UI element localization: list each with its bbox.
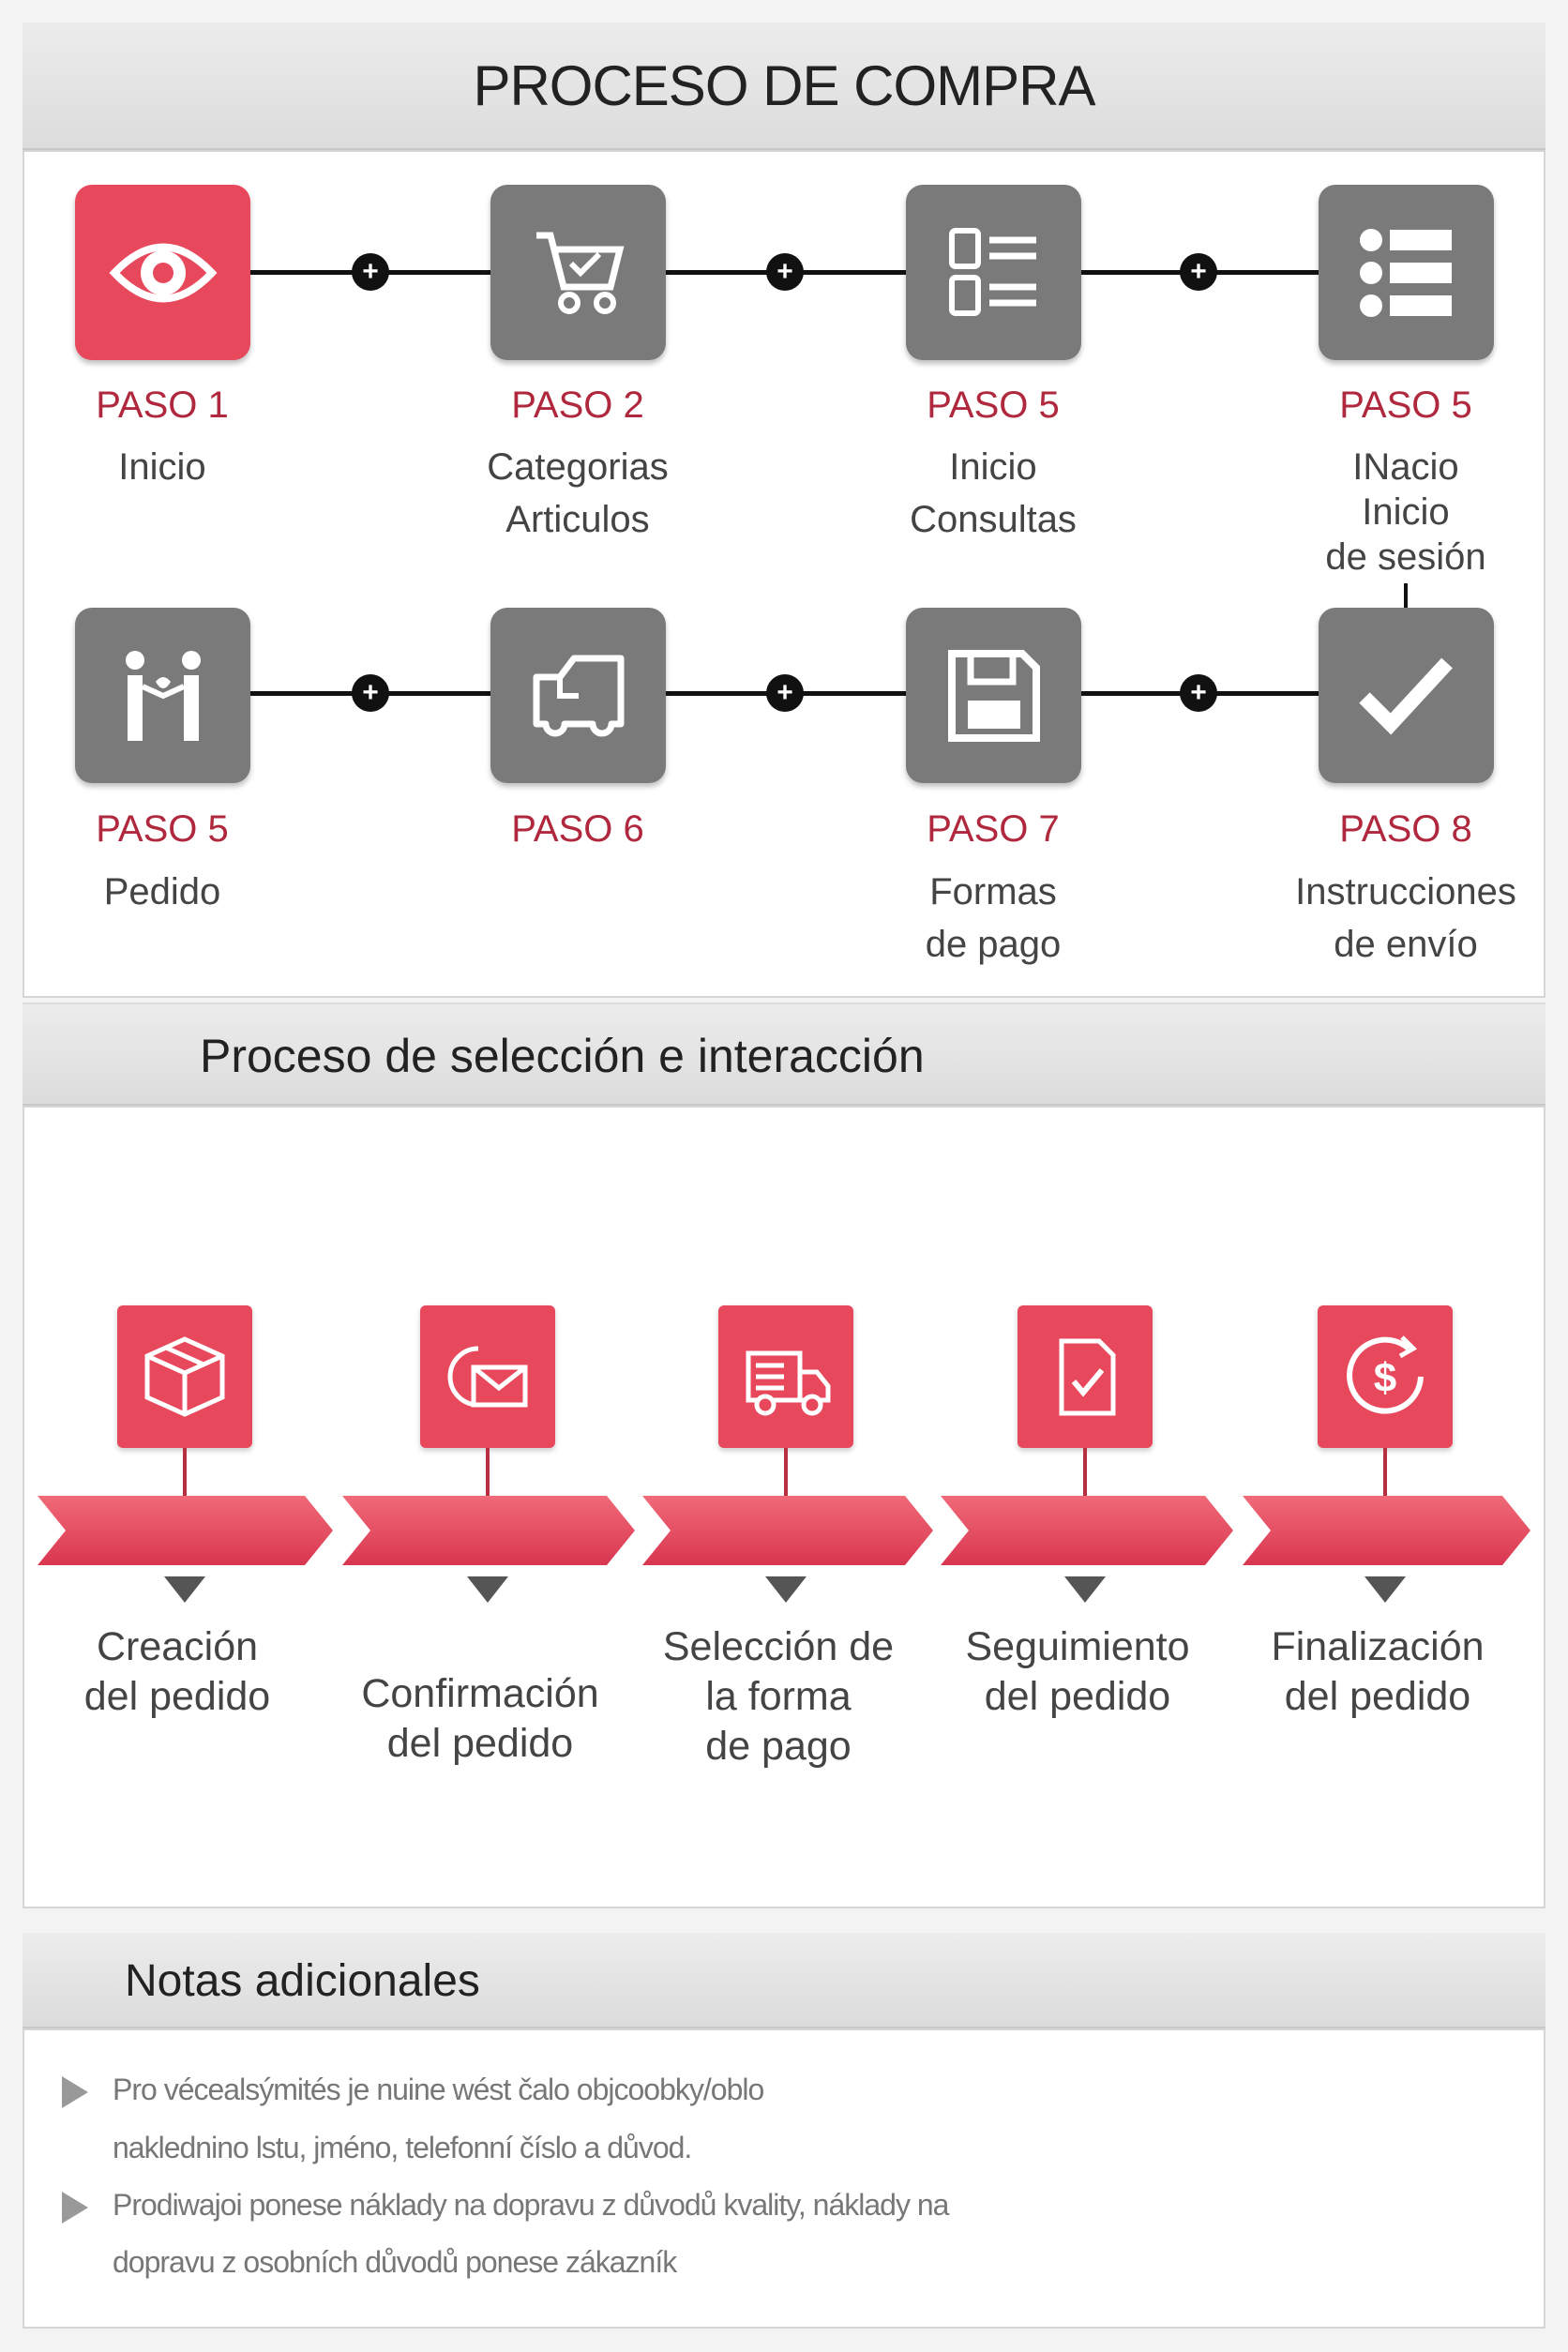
step-description: Formas bbox=[929, 871, 1057, 912]
document-check-icon bbox=[1059, 1338, 1116, 1416]
floppy-icon bbox=[947, 649, 1040, 742]
stage-label: de pago bbox=[705, 1724, 852, 1769]
delivery-truck-icon bbox=[746, 1350, 831, 1416]
stage-stem bbox=[183, 1448, 187, 1497]
section2-header: Proceso de selección e interacción bbox=[23, 1003, 1545, 1106]
step-label: PASO 5 bbox=[927, 384, 1060, 426]
cart-icon bbox=[535, 232, 624, 314]
step-description: Categorias bbox=[487, 446, 669, 488]
plus-connector-icon: + bbox=[1180, 253, 1217, 291]
svg-text:$: $ bbox=[1374, 1355, 1396, 1401]
step-8-icon-box[interactable] bbox=[1319, 608, 1494, 783]
handover-icon bbox=[125, 650, 201, 741]
stage-chevron bbox=[1243, 1496, 1530, 1565]
stage-label: Finalización bbox=[1271, 1624, 1485, 1669]
step-description: de envío bbox=[1334, 924, 1478, 965]
down-arrow-icon bbox=[467, 1576, 508, 1603]
step-description: Articulos bbox=[505, 499, 650, 540]
step-description: de pago bbox=[925, 924, 1062, 965]
down-arrow-icon bbox=[164, 1576, 205, 1603]
section3-title: Notas adicionales bbox=[125, 1956, 480, 2006]
step-description: Instrucciones bbox=[1295, 871, 1516, 912]
stage-stem bbox=[784, 1448, 788, 1497]
step-description: Pedido bbox=[103, 871, 221, 912]
stage-stem bbox=[1083, 1448, 1087, 1497]
stage-label: del pedido bbox=[984, 1674, 1171, 1719]
stage-label: Seguimiento bbox=[965, 1624, 1190, 1669]
dollar-refresh-icon: $ bbox=[1347, 1335, 1424, 1414]
down-arrow-icon bbox=[765, 1576, 807, 1603]
stage-3-icon-box[interactable] bbox=[718, 1305, 853, 1448]
step-label: PASO 2 bbox=[511, 384, 644, 426]
plus-connector-icon: + bbox=[352, 674, 389, 712]
stage-stem bbox=[486, 1448, 490, 1497]
plus-connector-icon: + bbox=[766, 674, 804, 712]
step-1-icon-box[interactable] bbox=[75, 185, 250, 360]
eye-icon bbox=[108, 243, 218, 302]
note-text: Prodiwajoi ponese náklady na dopravu z d… bbox=[113, 2188, 949, 2222]
section3-header: Notas adicionales bbox=[23, 1933, 1545, 2028]
step-label: PASO 6 bbox=[511, 808, 644, 850]
step-description: Inicio bbox=[1362, 491, 1450, 533]
plus-connector-icon: + bbox=[1180, 674, 1217, 712]
page-title: PROCESO DE COMPRA bbox=[473, 53, 1095, 117]
step-6-icon-box[interactable] bbox=[490, 608, 666, 783]
step-description: INacio bbox=[1352, 446, 1459, 488]
step-description: Inicio bbox=[949, 446, 1037, 488]
stage-label: la forma bbox=[705, 1674, 852, 1719]
title-bar: PROCESO DE COMPRA bbox=[23, 23, 1545, 150]
step-label: PASO 5 bbox=[96, 808, 229, 850]
bullet-arrow-icon bbox=[62, 2192, 88, 2224]
notes-panel bbox=[23, 2028, 1545, 2329]
note-text: naklednino lstu, jméno, telefonní číslo … bbox=[113, 2131, 692, 2164]
checklist-icon bbox=[948, 227, 1036, 316]
bullet-arrow-icon bbox=[62, 2076, 88, 2108]
stage-chevron bbox=[38, 1496, 333, 1565]
mail-icon bbox=[447, 1346, 528, 1408]
checkmark-icon bbox=[1358, 657, 1453, 735]
stage-1-icon-box[interactable] bbox=[117, 1305, 252, 1448]
stage-stem bbox=[1383, 1448, 1387, 1497]
stage-label: Confirmación bbox=[361, 1671, 599, 1716]
step-3-icon-box[interactable] bbox=[906, 185, 1081, 360]
step-7-icon-box[interactable] bbox=[906, 608, 1081, 783]
step-label: PASO 1 bbox=[96, 384, 229, 426]
note-text: Pro vécealsýmités je nuine wést čalo obj… bbox=[113, 2073, 764, 2106]
step-5-icon-box[interactable] bbox=[75, 608, 250, 783]
plus-connector-icon: + bbox=[766, 253, 804, 291]
step-2-icon-box[interactable] bbox=[490, 185, 666, 360]
plus-connector-icon: + bbox=[352, 253, 389, 291]
stage-label: del pedido bbox=[386, 1721, 574, 1766]
section2-title: Proceso de selección e interacción bbox=[200, 1030, 925, 1082]
down-arrow-icon bbox=[1364, 1576, 1406, 1603]
step-description: Consultas bbox=[910, 499, 1077, 540]
step-4-icon-box[interactable] bbox=[1319, 185, 1494, 360]
stage-2-icon-box[interactable] bbox=[420, 1305, 555, 1448]
stage-chevron bbox=[941, 1496, 1233, 1565]
down-arrow-icon bbox=[1064, 1576, 1106, 1603]
stage-chevron bbox=[642, 1496, 933, 1565]
stage-5-icon-box[interactable]: $ bbox=[1318, 1305, 1453, 1448]
connector-line bbox=[1404, 583, 1408, 608]
stage-chevron bbox=[342, 1496, 635, 1565]
stage-label: Selección de bbox=[662, 1624, 895, 1669]
step-description: de sesión bbox=[1325, 536, 1486, 578]
step-label: PASO 5 bbox=[1339, 384, 1472, 426]
list-icon bbox=[1359, 228, 1452, 317]
step-label: PASO 7 bbox=[927, 808, 1060, 850]
step-label: PASO 8 bbox=[1339, 808, 1472, 850]
box-icon bbox=[144, 1336, 225, 1417]
stage-label: Creación bbox=[96, 1624, 259, 1669]
stage-4-icon-box[interactable] bbox=[1018, 1305, 1153, 1448]
step-description: Inicio bbox=[118, 446, 206, 488]
truck-icon bbox=[533, 655, 624, 736]
stage-label: del pedido bbox=[83, 1674, 271, 1719]
note-text: dopravu z osobních důvodů ponese zákazní… bbox=[113, 2245, 677, 2279]
steps-panel bbox=[23, 150, 1545, 998]
stage-label: del pedido bbox=[1284, 1674, 1471, 1719]
